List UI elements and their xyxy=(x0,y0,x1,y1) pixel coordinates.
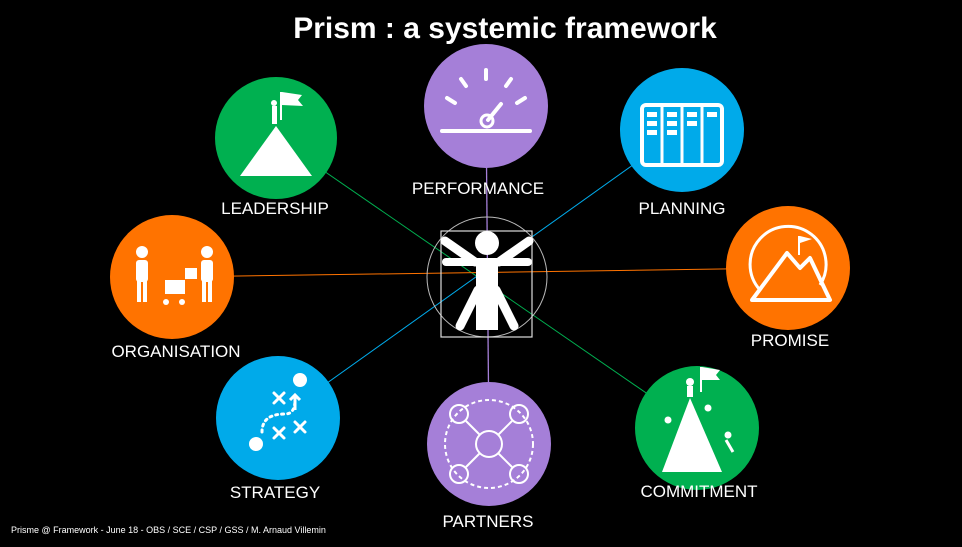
kanban-board-icon xyxy=(640,103,724,167)
node-leadership: LEADERSHIP xyxy=(215,77,337,218)
label-leadership: LEADERSHIP xyxy=(221,199,329,218)
mountain-circle-icon xyxy=(748,224,832,302)
node-strategy: STRATEGY xyxy=(216,356,340,502)
node-partners: PARTNERS xyxy=(427,382,551,531)
gauge-icon xyxy=(440,68,532,133)
node-promise: PROMISE xyxy=(726,206,850,350)
label-commitment: COMMITMENT xyxy=(640,482,757,501)
network-people-icon xyxy=(444,399,534,489)
label-partners: PARTNERS xyxy=(442,512,533,531)
label-strategy: STRATEGY xyxy=(230,483,320,502)
node-commitment: COMMITMENT xyxy=(635,366,759,501)
people-cart-icon xyxy=(136,246,213,305)
node-planning: PLANNING xyxy=(620,68,744,218)
mountain-flag-icon xyxy=(240,92,312,176)
footer-text: Prisme @ Framework - June 18 - OBS / SCE… xyxy=(11,525,326,535)
vitruvian-man-icon xyxy=(426,216,548,338)
slide-title: Prism : a systemic framework xyxy=(293,12,717,45)
strategy-play-icon xyxy=(249,373,307,451)
label-promise: PROMISE xyxy=(751,331,829,350)
team-climbing-icon xyxy=(662,367,735,472)
node-performance: PERFORMANCE xyxy=(412,44,548,198)
label-performance: PERFORMANCE xyxy=(412,179,544,198)
label-organisation: ORGANISATION xyxy=(111,342,240,361)
node-organisation: ORGANISATION xyxy=(110,215,241,361)
label-planning: PLANNING xyxy=(639,199,726,218)
